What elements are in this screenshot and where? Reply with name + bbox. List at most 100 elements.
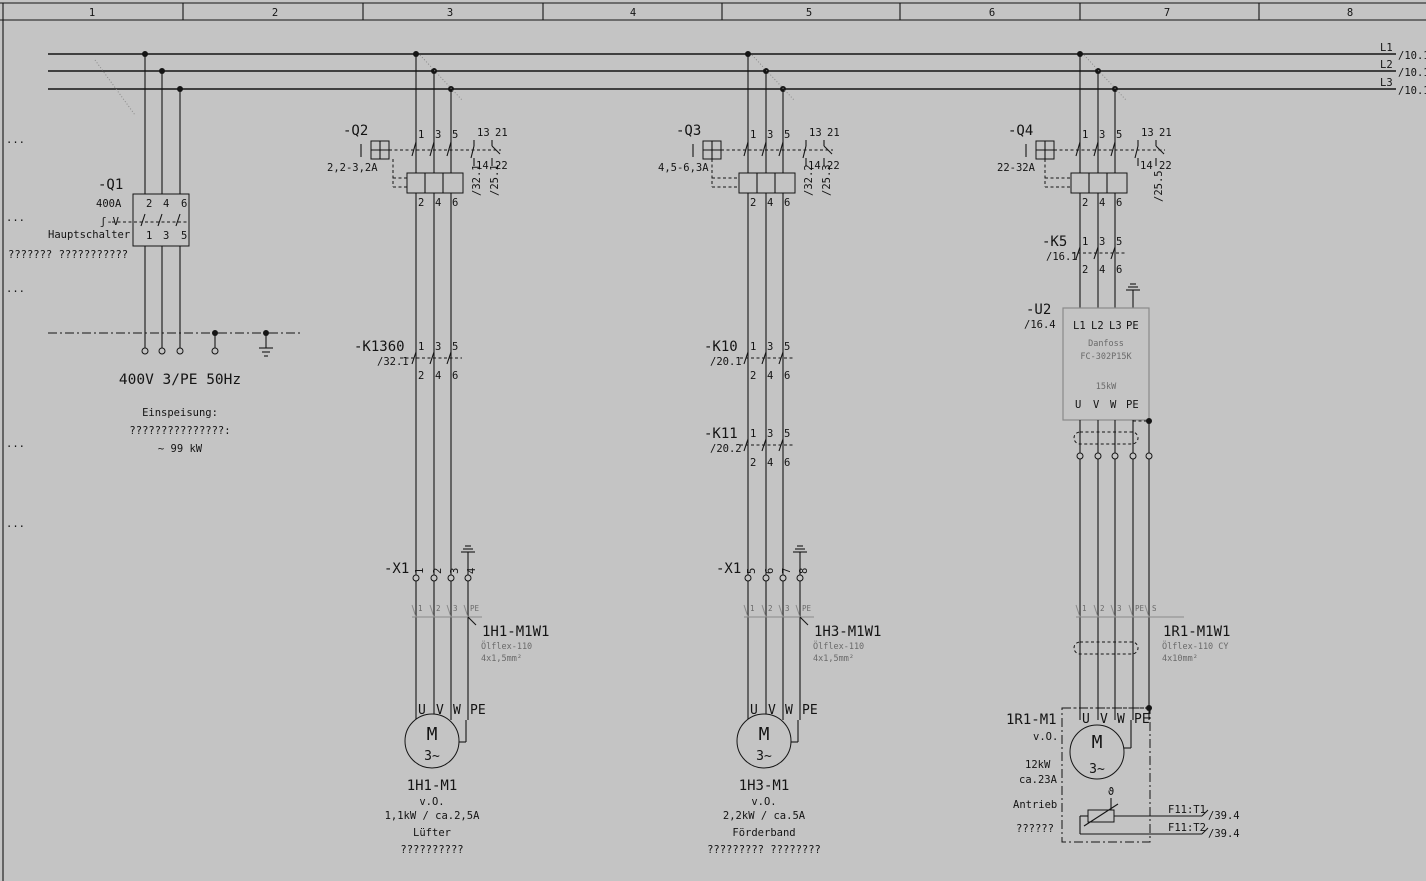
- cable-2-name: 1H3-M1W1: [814, 624, 881, 640]
- cable-3-name: 1R1-M1W1: [1163, 624, 1230, 640]
- svg-text:21: 21: [1159, 127, 1172, 139]
- svg-text:PE: PE: [1126, 399, 1139, 411]
- x1b-name: -X1: [716, 561, 741, 577]
- svg-text:2: 2: [432, 568, 444, 574]
- svg-text:U: U: [1075, 399, 1081, 411]
- motor-3-current: ca.23A: [1019, 774, 1058, 786]
- svg-text:2: 2: [750, 197, 756, 209]
- svg-text:5: 5: [784, 129, 790, 141]
- left-margin-marks: ... ... ... ... ...: [6, 134, 25, 530]
- svg-text:V: V: [1100, 712, 1108, 727]
- k11-name: -K11: [704, 426, 738, 442]
- svg-text:3: 3: [1099, 129, 1105, 141]
- svg-text:U: U: [1082, 712, 1090, 727]
- motor-2-rating: 2,2kW / ca.5A: [723, 810, 806, 822]
- svg-text:8: 8: [798, 568, 810, 574]
- motor-3-power: 12kW: [1025, 759, 1051, 771]
- svg-text:21: 21: [827, 127, 840, 139]
- svg-text:2: 2: [418, 370, 424, 382]
- main-bus: L1 L2 L3 /10.1 /10.1 /10.1: [48, 42, 1426, 116]
- motor-1-rating: 1,1kW / ca.2,5A: [385, 810, 481, 822]
- svg-text:2: 2: [768, 604, 773, 613]
- svg-text:1: 1: [750, 341, 756, 353]
- column-number: 5: [806, 7, 812, 19]
- column-number: 4: [630, 7, 636, 19]
- cable-2-section: 4x1,5mm²: [813, 654, 854, 664]
- svg-text:U: U: [418, 703, 426, 718]
- svg-text:L3: L3: [1109, 320, 1122, 332]
- svg-text:3: 3: [1117, 604, 1122, 613]
- bus-ref-l3: /10.1: [1398, 85, 1426, 97]
- thermistor-symbol: ϑ: [1108, 786, 1114, 798]
- x1-name: -X1: [384, 561, 409, 577]
- supply-label: Einspeisung:: [142, 407, 218, 419]
- motor-1-function: Lüfter: [413, 827, 451, 839]
- svg-text:4: 4: [767, 370, 773, 382]
- svg-text:5: 5: [1116, 236, 1122, 248]
- svg-text:22: 22: [827, 160, 840, 172]
- column-number: 6: [989, 7, 995, 19]
- svg-text:3: 3: [435, 129, 441, 141]
- svg-text:1: 1: [1082, 129, 1088, 141]
- motor-2-function: Förderband: [732, 827, 795, 839]
- svg-text:3: 3: [453, 604, 458, 613]
- svg-text:2: 2: [1082, 264, 1088, 276]
- svg-text:6: 6: [784, 197, 790, 209]
- motor-1-location: v.O.: [419, 796, 444, 808]
- svg-text:U: U: [750, 703, 758, 718]
- svg-text:4: 4: [767, 197, 773, 209]
- vfd-power: 15kW: [1096, 382, 1117, 392]
- cable-1-section: 4x1,5mm²: [481, 654, 522, 664]
- k5-ref: /16.1: [1046, 251, 1078, 263]
- svg-text:2: 2: [1082, 197, 1088, 209]
- cable-3-section: 4x10mm²: [1162, 654, 1198, 664]
- svg-text:5: 5: [452, 129, 458, 141]
- svg-text:4: 4: [435, 197, 441, 209]
- svg-text:13: 13: [1141, 127, 1154, 139]
- k1360-ref: /32.1: [377, 356, 409, 368]
- svg-text:1: 1: [414, 568, 426, 574]
- svg-text:PE: PE: [802, 703, 818, 718]
- u2-name: -U2: [1026, 302, 1051, 318]
- column-number: 3: [447, 7, 453, 19]
- svg-text:2: 2: [750, 370, 756, 382]
- q4-range: 22-32A: [997, 162, 1036, 174]
- svg-text:6: 6: [784, 457, 790, 469]
- motor-3-glyph: M: [1092, 732, 1103, 753]
- supply-voltage: 400V 3/PE 50Hz: [119, 372, 241, 388]
- svg-text:13: 13: [809, 127, 822, 139]
- svg-text:6: 6: [181, 198, 187, 210]
- q1-desc: Hauptschalter: [48, 229, 130, 241]
- q1-desc2: ??????? ???????????: [8, 249, 128, 261]
- svg-text:PE: PE: [1135, 604, 1145, 613]
- k10-ref: /20.1: [710, 356, 742, 368]
- supply-label2: ???????????????:: [129, 425, 230, 437]
- motor-1-glyph: M: [427, 724, 438, 745]
- svg-text:1: 1: [750, 428, 756, 440]
- svg-text:3: 3: [163, 230, 169, 242]
- q1-name: -Q1: [98, 177, 123, 193]
- u2-ref: /16.4: [1024, 319, 1056, 331]
- k10-name: -K10: [704, 339, 738, 355]
- svg-text:W: W: [453, 703, 461, 718]
- q3-ref-1: /32.2: [803, 164, 815, 196]
- svg-text:1: 1: [750, 604, 755, 613]
- cable-1-type: Ölflex-110: [481, 641, 532, 652]
- svg-text:1: 1: [146, 230, 152, 242]
- motor-2-function2: ????????? ????????: [707, 844, 821, 856]
- svg-text:V: V: [768, 703, 776, 718]
- svg-text:1: 1: [418, 341, 424, 353]
- svg-text:4: 4: [435, 370, 441, 382]
- q3-name: -Q3: [676, 123, 701, 139]
- bus-label-l2: L2: [1380, 59, 1393, 71]
- branch-1: -Q2 2,2-3,2A 1 3 5 2 4 6 13 21 14 22 /32…: [327, 51, 549, 856]
- svg-text:L2: L2: [1091, 320, 1104, 332]
- svg-text:14: 14: [476, 160, 489, 172]
- q2-range: 2,2-3,2A: [327, 162, 378, 174]
- svg-text:3: 3: [767, 428, 773, 440]
- motor-2-name: 1H3-M1: [739, 778, 790, 794]
- svg-text:...: ...: [6, 518, 25, 530]
- svg-text:6: 6: [764, 568, 776, 574]
